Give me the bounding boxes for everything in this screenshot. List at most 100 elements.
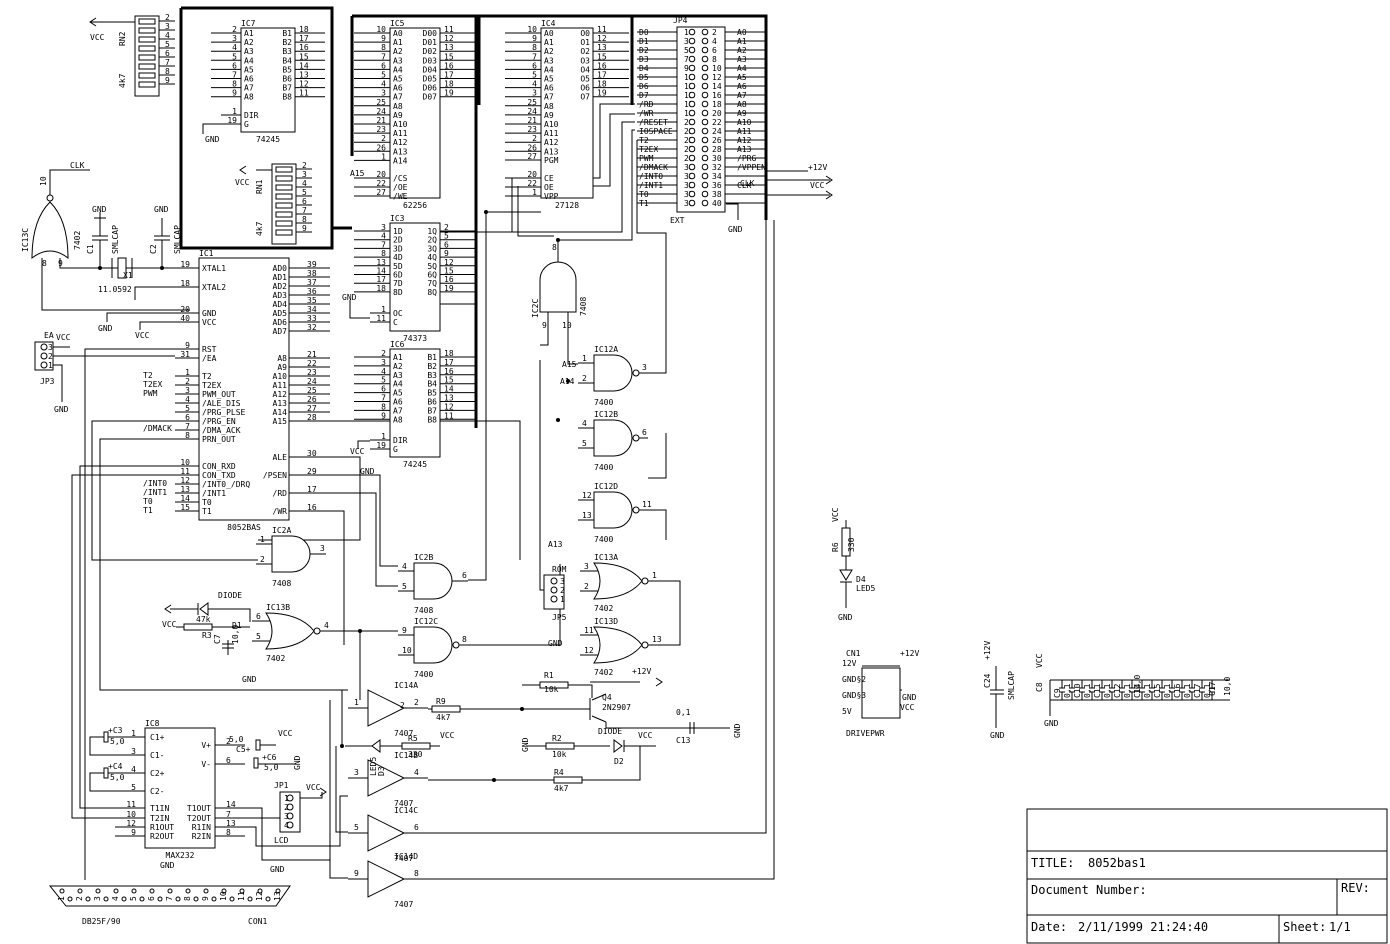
r3-ref: R3 xyxy=(202,631,212,640)
ic12d-out xyxy=(640,509,667,540)
rom-jumper xyxy=(539,360,544,591)
ic6-b-pin-number: 15 xyxy=(444,376,454,385)
net-t0: T0 xyxy=(143,497,153,506)
ic3-q-pin-number: 5 xyxy=(444,232,449,241)
ic7 xyxy=(240,27,296,133)
ic3-q-pin-number: 12 xyxy=(444,258,454,267)
c3-ref: +C3 xyxy=(108,726,123,735)
rn2-resistor xyxy=(138,36,156,43)
ic13d-pin-number: 13 xyxy=(652,635,662,644)
ic2b-pin-number: 6 xyxy=(462,571,467,580)
ic4-a-signal: A7 xyxy=(544,93,554,102)
ic1-pin-number: 9 xyxy=(185,341,190,350)
jp4-left-signal: IOSPACE xyxy=(639,127,673,136)
psen-wire xyxy=(330,474,398,567)
ic1-left-signal: GND xyxy=(202,309,217,318)
jp4-pin-number: 7 xyxy=(684,55,689,64)
db25-pin xyxy=(167,888,173,894)
ic5-ctl-link xyxy=(511,178,580,233)
ic8-left-signal: R2OUT xyxy=(150,832,174,841)
jp4-pin-number: 4 xyxy=(712,37,717,46)
jp3-pin xyxy=(40,361,48,369)
cap-ref: C9 xyxy=(1053,688,1062,698)
r3-value: 47k xyxy=(196,615,211,624)
rn2-pin-number: 6 xyxy=(165,49,170,58)
r3-resistor xyxy=(183,623,213,631)
ic7-b-pin-number: 13 xyxy=(299,71,309,80)
ic5-a-signal: A12 xyxy=(393,138,408,147)
ic2c-pin-number: 9 xyxy=(542,321,547,330)
ic3-d-signal: 2D xyxy=(393,236,403,245)
ic1-pin-number: 19 xyxy=(180,260,190,269)
oc-gnd xyxy=(349,300,370,319)
ic1-pin-number: 3 xyxy=(185,386,190,395)
db25-pin xyxy=(185,888,191,894)
ic5-d-signal: D00 xyxy=(423,29,438,38)
ic4-o-pin-number: 16 xyxy=(597,61,607,70)
jp4-right-signal: /VPPEN xyxy=(737,163,766,172)
r1-ref: R1 xyxy=(544,671,554,680)
ic12d-pin-number: 13 xyxy=(582,511,592,520)
ic1-left-signal: CON_RXD xyxy=(202,462,236,471)
ic14c-pin-number: 5 xyxy=(354,823,359,832)
ic8-pin-number: 9 xyxy=(131,828,136,837)
ic13d-pin-number: 12 xyxy=(584,646,594,655)
ic4-a-pin-number: 6 xyxy=(532,61,537,70)
rn2-resistor xyxy=(138,54,156,61)
c1-value: SMLCAP xyxy=(111,225,120,254)
ic6-ctl-signal: G xyxy=(393,445,398,454)
gnd-label: GND xyxy=(360,467,375,476)
cn1-pin: 12V xyxy=(842,659,857,668)
junction-dot xyxy=(484,210,488,214)
ic7-ref: IC7 xyxy=(241,19,256,28)
ic14a-out-pin: 2 xyxy=(400,701,405,710)
db25-pin xyxy=(275,888,281,894)
ic12b-pin-number: 5 xyxy=(582,439,587,448)
rn2-resistor xyxy=(138,18,156,25)
jp4-pin xyxy=(688,28,696,36)
jp4-pin-number: 9 xyxy=(684,64,689,73)
ic5-a-pin-number: 23 xyxy=(376,125,386,134)
ic2c-part: 7408 xyxy=(579,297,588,316)
c2-value: SMLCAP xyxy=(173,225,182,254)
ic12a-bubble xyxy=(632,369,640,377)
ic7-a-signal: A5 xyxy=(244,65,254,74)
ic5-d-signal: D04 xyxy=(423,65,438,74)
ic3-d-signal: 7D xyxy=(393,279,403,288)
rn2-pin-number: 9 xyxy=(165,76,170,85)
ic6-b-pin-number: 17 xyxy=(444,358,454,367)
ic1-pin-number: 30 xyxy=(307,449,317,458)
rn2-value: 4k7 xyxy=(118,73,127,88)
jp4-pin xyxy=(701,127,709,135)
cap-value: 0,1 xyxy=(1103,683,1112,698)
cn1-pin: 5V xyxy=(842,707,852,716)
wr-wire xyxy=(578,113,635,187)
gnd-wire xyxy=(106,312,175,322)
c7-value: 10,0 xyxy=(231,625,240,644)
ic1-pin-number: 16 xyxy=(307,503,317,512)
jp4-pin xyxy=(688,91,696,99)
db25-pin xyxy=(211,896,217,902)
ic1-left-signal: /DMA_ACK xyxy=(202,426,241,435)
jp1-vcc xyxy=(300,792,323,799)
db25-pin xyxy=(221,888,227,894)
d1-ref: D1 xyxy=(232,621,242,630)
rn1-pin-number: 5 xyxy=(302,188,307,197)
ic1-part: 8052BAS xyxy=(227,523,261,532)
date-value: 2/11/1999 21:24:40 xyxy=(1078,920,1208,934)
wr-wire2 xyxy=(330,510,345,645)
ic1-pin-number: 28 xyxy=(307,413,317,422)
db25-pin-number: 10 xyxy=(219,891,228,901)
net-a14: A14 xyxy=(560,377,575,386)
jp4-pin xyxy=(688,172,696,180)
vcc-label: VCC xyxy=(162,620,177,629)
ic6-part: 74245 xyxy=(403,460,427,469)
ic13d-part: 7402 xyxy=(594,668,613,677)
c13-ref: C13 xyxy=(676,736,691,745)
ic1-pin-number: 33 xyxy=(307,314,317,323)
rn2-pin-number: 7 xyxy=(165,58,170,67)
d3-ref: D3 xyxy=(377,766,386,776)
jp4-ref: JP4 xyxy=(673,16,688,25)
ic5-d-signal: D07 xyxy=(423,93,438,102)
